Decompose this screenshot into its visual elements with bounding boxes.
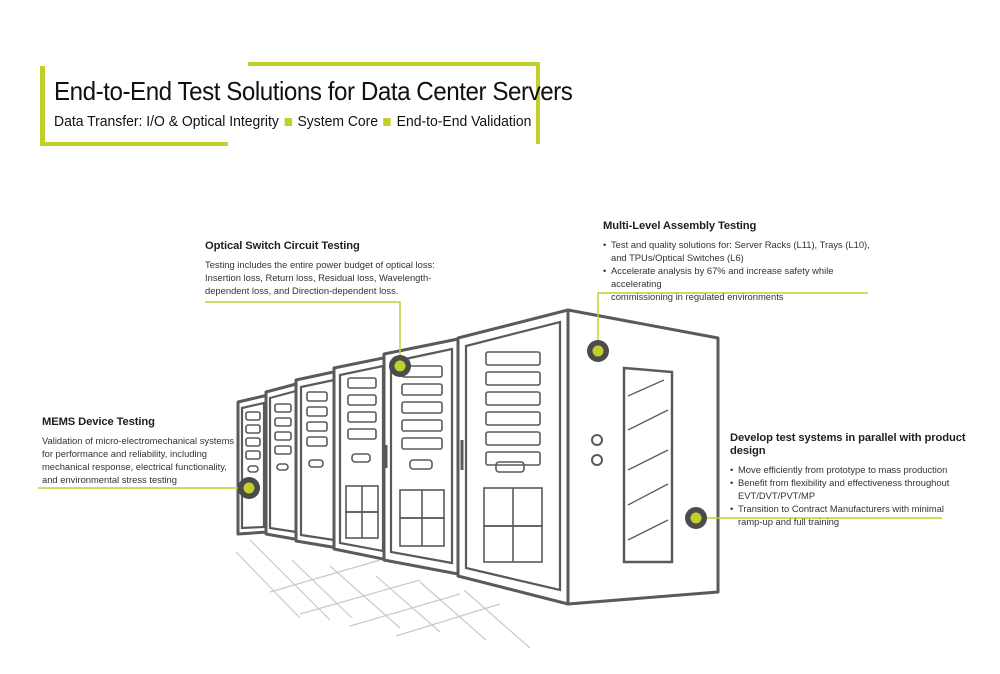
rack-row <box>236 308 720 606</box>
callout-line: Validation of micro-electromechanical sy… <box>42 435 235 446</box>
cabinet-knobs <box>591 434 603 466</box>
title-bracket-bottom <box>40 142 228 146</box>
callout-bullet: Move efficiently from prototype to mass … <box>730 463 992 476</box>
callout-line: and environmental stress testing <box>42 474 177 485</box>
knob-icon <box>591 434 603 446</box>
rack-doors <box>240 320 674 592</box>
callout-title: Multi-Level Assembly Testing <box>603 220 757 232</box>
callout-title: Develop test systems in parallel with pr… <box>730 432 966 457</box>
end-cabinet <box>566 308 720 606</box>
hotspot-ring-icon <box>587 340 609 362</box>
callout-line: Testing includes the entire power budget… <box>205 259 435 270</box>
knob-icon <box>591 454 603 466</box>
callout-develop-test-systems: Develop test systems in parallel with pr… <box>730 432 992 528</box>
callout-line: dependent loss, and Direction-dependent … <box>205 285 399 296</box>
subtitle-item-end-to-end: End-to-End Validation <box>396 113 532 130</box>
callout-title: MEMS Device Testing <box>42 416 155 428</box>
title-bracket-top <box>248 62 540 66</box>
callout-line: for performance and reliability, includi… <box>42 448 208 459</box>
callout-markers <box>238 340 707 529</box>
callout-line: Insertion loss, Return loss, Residual lo… <box>205 272 432 283</box>
callout-multi-level-assembly: Multi-Level Assembly Testing Test and qu… <box>603 220 873 303</box>
callout-line: mechanical response, electrical function… <box>42 461 227 472</box>
cabinet-window <box>622 366 674 564</box>
title-bracket-left <box>40 66 45 146</box>
square-bullet-icon <box>284 117 292 126</box>
subtitle-item-data-transfer: Data Transfer: I/O & Optical Integrity <box>54 113 279 130</box>
title-bracket-right <box>536 62 540 144</box>
callout-title: Optical Switch Circuit Testing <box>205 240 360 252</box>
callout-bullet: Transition to Contract Manufacturers wit… <box>730 502 992 528</box>
hotspot-ring-icon <box>238 477 260 499</box>
callout-optical-switch: Optical Switch Circuit Testing Testing i… <box>205 240 445 297</box>
subtitle-item-system-core: System Core <box>297 113 379 130</box>
square-bullet-icon <box>383 117 392 126</box>
hotspot-ring-icon <box>685 507 707 529</box>
cabinet-window-glare <box>627 379 669 541</box>
callout-bullet: Test and quality solutions for: Server R… <box>603 238 873 264</box>
floor-grid <box>235 539 531 649</box>
page-title: End-to-End Test Solutions for Data Cente… <box>54 76 573 106</box>
callout-mems: MEMS Device Testing Validation of micro-… <box>42 416 242 486</box>
hotspot-ring-icon <box>389 355 411 377</box>
leader-line-optical <box>205 301 401 360</box>
server-slots <box>245 351 543 563</box>
page-subtitle: Data Transfer: I/O & Optical Integrity Sy… <box>54 113 531 130</box>
callout-bullet: Benefit from flexibility and effectivene… <box>730 476 992 502</box>
callout-bullet: Accelerate analysis by 67% and increase … <box>603 264 873 303</box>
